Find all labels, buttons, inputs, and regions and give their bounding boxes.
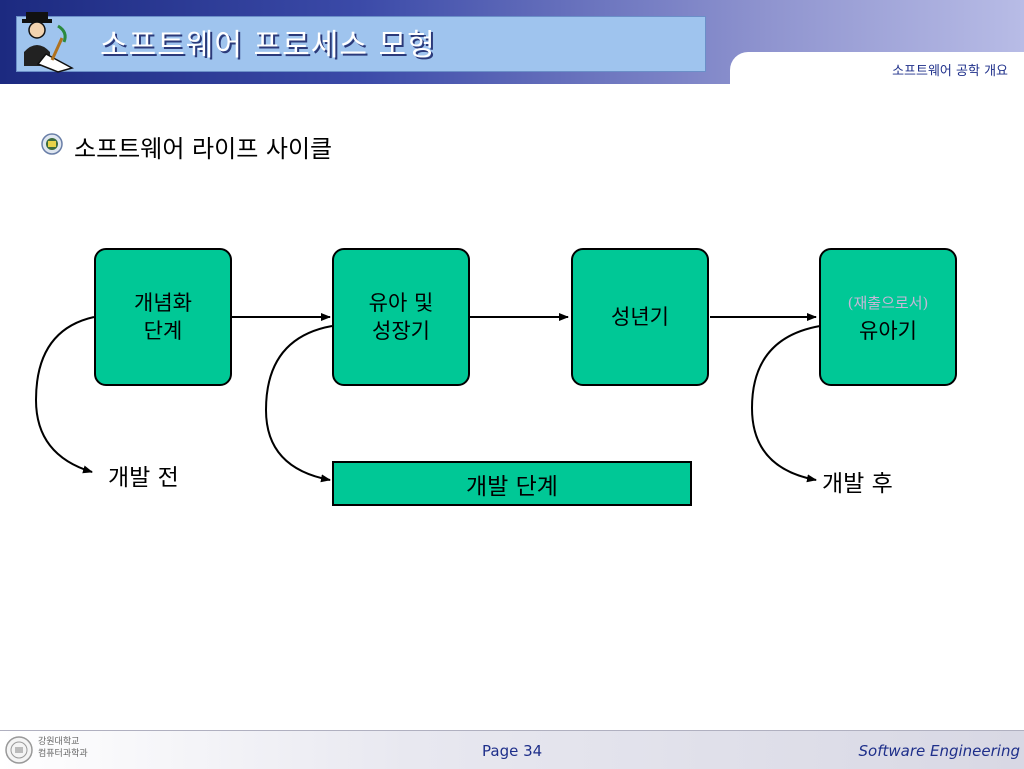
stage-label-faded: (재출으로서) (847, 294, 929, 312)
stage-box-reinfancy: (재출으로서) 유아기 (819, 248, 957, 386)
course-brand: Software Engineering (858, 742, 1020, 760)
bullet-text: 소프트웨어 라이프 사이클 (74, 135, 333, 163)
subtitle-tab (730, 52, 1024, 86)
stage-label-line2: 단계 (143, 319, 183, 343)
stage-box-concept: 개념화 단계 (94, 248, 232, 386)
curve-before (34, 316, 95, 474)
stage-label-line1: 개념화 (134, 291, 192, 315)
stage-label-line1: 성년기 (611, 305, 669, 329)
stage-label-line1: 유아 및 (368, 291, 434, 315)
curve-dev (264, 325, 333, 483)
development-phase-box: 개발 단계 (332, 461, 692, 506)
page-title: 소프트웨어 프로세스 모형 (100, 28, 436, 63)
university-line1: 강원대학교 (38, 737, 80, 747)
section-subtitle: 소프트웨어 공학 개요 (892, 64, 1008, 79)
university-line2: 컴퓨터과학과 (38, 749, 88, 759)
title-banner (16, 16, 706, 72)
stage-label-line2: 성장기 (372, 319, 430, 343)
footer-bar (0, 730, 1024, 769)
page-number: Page 34 (482, 742, 543, 760)
university-name: 강원대학교 컴퓨터과학과 (38, 736, 88, 760)
stage-box-adult: 성년기 (571, 248, 709, 386)
curve-after (750, 325, 821, 483)
writer-icon (22, 12, 74, 73)
label-after-development: 개발 후 (822, 471, 893, 497)
stage-box-growth: 유아 및 성장기 (332, 248, 470, 386)
development-phase-label: 개발 단계 (466, 473, 558, 500)
stage-label-line2: 유아기 (859, 319, 917, 343)
emblem-bullet-icon (41, 133, 63, 155)
university-seal-icon (5, 736, 33, 764)
label-before-development: 개발 전 (108, 465, 179, 491)
